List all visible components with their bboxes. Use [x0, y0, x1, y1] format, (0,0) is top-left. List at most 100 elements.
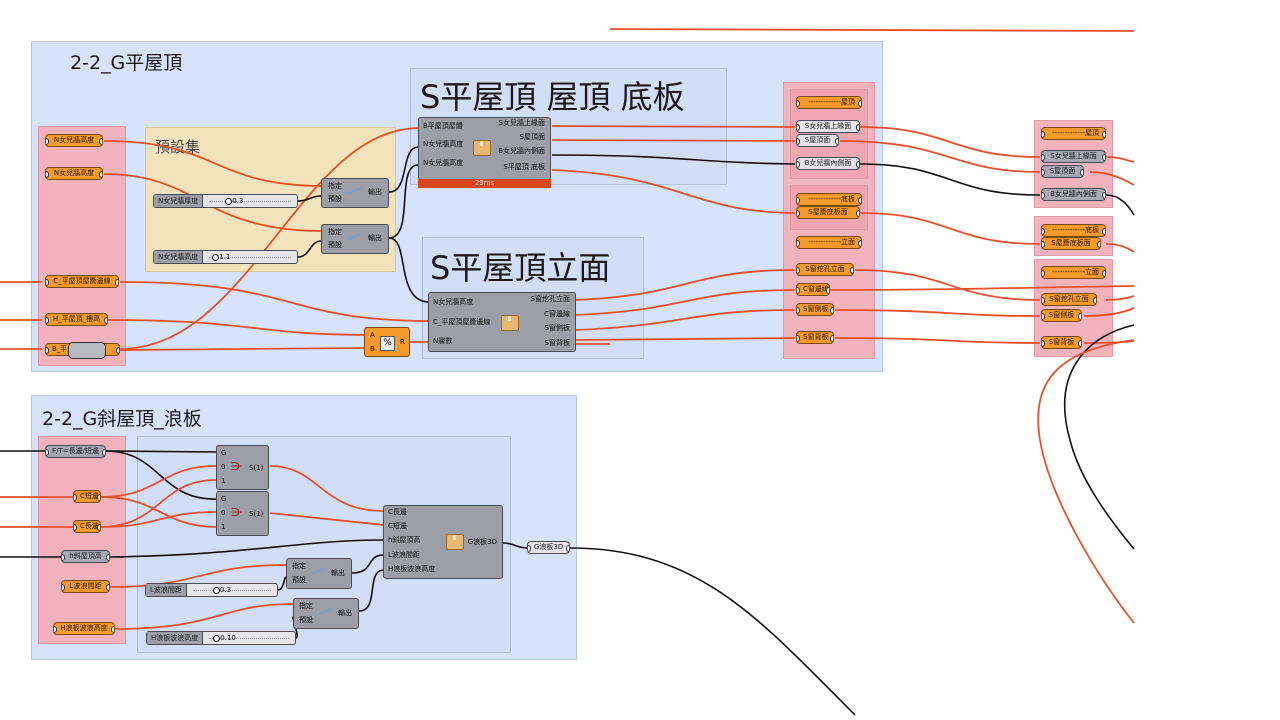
- right-parapet-inner[interactable]: B女兒牆內側面: [1041, 188, 1106, 201]
- port-gate[interactable]: G: [221, 495, 227, 503]
- out-eave-bottom[interactable]: S屋簷底板面: [796, 206, 860, 219]
- out-parapet-top[interactable]: S女兒牆上緣面: [796, 120, 860, 133]
- out-window-back[interactable]: S窗背板: [796, 331, 834, 344]
- port-output[interactable]: 輸出: [368, 234, 382, 242]
- port-1[interactable]: 1: [221, 523, 226, 531]
- divider-roof[interactable]: -------------屋頂: [796, 96, 862, 109]
- slider-track[interactable]: 1.1: [203, 251, 297, 263]
- roof-cluster-component[interactable]: B平屋頂屋體 N女兒牆高度 N女兒牆高度 S女兒牆上緣面 S屋頂面 B女兒牆內側…: [418, 117, 551, 180]
- port-r[interactable]: R: [400, 338, 405, 346]
- out-window-side[interactable]: S窗側板: [796, 303, 834, 316]
- port-default[interactable]: 預設: [299, 616, 313, 624]
- switch-component-1[interactable]: 指定 預設 輸出: [321, 178, 389, 208]
- divider-base[interactable]: -------------底板: [796, 193, 862, 206]
- stream-filter-1[interactable]: G 0 1 ⋺ S(1): [216, 445, 269, 490]
- port-output[interactable]: 輸出: [338, 609, 352, 617]
- port-default[interactable]: 預設: [328, 241, 342, 249]
- port-input[interactable]: N層數: [433, 337, 453, 345]
- stream-filter-2[interactable]: G 0 1 ⋺ S(1): [216, 491, 269, 536]
- port-input[interactable]: B平屋頂屋體: [423, 122, 463, 130]
- port-input[interactable]: N女兒牆高度: [423, 140, 464, 148]
- input-wave-height[interactable]: H浪板波浪高度: [53, 622, 115, 635]
- out-corrugated-3d[interactable]: G浪板3D: [527, 541, 570, 554]
- port-input[interactable]: C_平屋頂屋簷邊線: [433, 318, 491, 326]
- port-input[interactable]: L波浪間距: [388, 551, 420, 559]
- input-parapet-height-2[interactable]: N女兒牆高度: [45, 167, 103, 180]
- slider-knob[interactable]: [225, 198, 233, 205]
- port-0[interactable]: 0: [221, 509, 226, 517]
- right-roof-surface[interactable]: S屋頂面: [1041, 165, 1084, 178]
- input-short-edge[interactable]: C短邊: [73, 490, 101, 503]
- port-output[interactable]: B女兒牆內側面: [498, 147, 545, 155]
- division-component[interactable]: A B % R: [364, 327, 410, 357]
- slider-wave-height[interactable]: H浪板波浪高度 0.10: [146, 631, 296, 645]
- port-a[interactable]: A: [370, 331, 375, 339]
- right-divider-roof[interactable]: -------------屋頂: [1041, 127, 1106, 140]
- port-0[interactable]: 0: [221, 463, 226, 471]
- slider-track[interactable]: 0.3: [187, 584, 277, 596]
- corrugated-cluster-component[interactable]: C長邊 C短邊 h斜屋頂高 L波浪間距 H浪板波浪高度 G浪板3D: [383, 505, 503, 579]
- slider-parapet-thickness[interactable]: N女兒牆厚度 0.3: [153, 194, 298, 208]
- wire: [113, 603, 294, 630]
- right-window-back[interactable]: S窗背板: [1041, 336, 1082, 349]
- elevation-cluster-component[interactable]: N女兒牆高度 C_平屋頂屋簷邊線 N層數 S窗挖孔立面 C窗邊線 S窗側板 S窗…: [428, 292, 576, 352]
- slider-knob[interactable]: [213, 635, 221, 642]
- port-input[interactable]: h斜屋頂高: [388, 536, 421, 544]
- port-output[interactable]: S窗側板: [544, 324, 570, 332]
- port-output[interactable]: S窗挖孔立面: [530, 295, 570, 303]
- port-input[interactable]: C長邊: [388, 508, 407, 516]
- port-gate[interactable]: G: [221, 449, 227, 457]
- port-output[interactable]: 輸出: [368, 188, 382, 196]
- port-default[interactable]: 預設: [328, 195, 342, 203]
- port-output[interactable]: S平屋頂 底板: [503, 163, 545, 171]
- out-window-edge[interactable]: C窗邊線: [796, 283, 830, 296]
- input-long-short-toggle[interactable]: F/T=長邊/短邊: [45, 445, 106, 458]
- out-parapet-inner[interactable]: B女兒牆內側面: [796, 157, 860, 170]
- port-b[interactable]: B: [370, 345, 375, 353]
- slider-knob[interactable]: [212, 587, 220, 594]
- port-output[interactable]: S屋頂面: [519, 133, 545, 141]
- divider-elevation[interactable]: -------------立面: [796, 236, 862, 249]
- port-default[interactable]: 預設: [292, 576, 306, 584]
- right-divider-elevation[interactable]: -------------立面: [1041, 266, 1106, 279]
- slider-track[interactable]: 0.10: [203, 632, 295, 644]
- port-output[interactable]: 輸出: [331, 569, 345, 577]
- input-eave-edge[interactable]: C_平屋頂屋簷邊線: [45, 275, 119, 288]
- switch-component-3[interactable]: 指定 預設 輸出: [286, 558, 352, 589]
- slider-wave-spacing[interactable]: L波浪間距 0.3: [145, 583, 278, 597]
- right-divider-base[interactable]: -------------底板: [1041, 224, 1106, 237]
- port-specified[interactable]: 指定: [328, 182, 342, 190]
- switch-component-2[interactable]: 指定 預設 輸出: [321, 224, 389, 254]
- port-output[interactable]: S(1): [249, 510, 264, 518]
- input-slope-height[interactable]: h斜屋頂高: [61, 550, 110, 563]
- out-window-cut-elev[interactable]: S窗挖孔立面: [796, 263, 854, 276]
- port-output[interactable]: S窗背板: [544, 339, 570, 347]
- port-specified[interactable]: 指定: [299, 602, 313, 610]
- switch-component-4[interactable]: 指定 預設 輸出: [293, 598, 359, 629]
- port-specified[interactable]: 指定: [328, 228, 342, 236]
- input-long-edge[interactable]: C長邊: [73, 520, 101, 533]
- port-output[interactable]: S女兒牆上緣面: [498, 119, 545, 127]
- right-window-side[interactable]: S窗側板: [1041, 309, 1082, 322]
- right-eave-bottom[interactable]: S屋簷底板面: [1041, 237, 1101, 250]
- slider-track[interactable]: 0.3: [203, 195, 297, 207]
- input-parapet-height-1[interactable]: N女兒牆高度: [45, 134, 103, 147]
- right-parapet-top[interactable]: S女兒牆上緣面: [1041, 150, 1106, 163]
- port-output[interactable]: S(1): [249, 464, 264, 472]
- slider-parapet-height[interactable]: N女兒牆高度 1.1: [153, 250, 298, 264]
- input-floor-height[interactable]: H_平屋頂_樓高: [45, 313, 108, 326]
- slider-knob[interactable]: [212, 254, 220, 261]
- port-1[interactable]: 1: [221, 477, 226, 485]
- port-input[interactable]: N女兒牆高度: [433, 298, 474, 306]
- port-specified[interactable]: 指定: [292, 562, 306, 570]
- port-input[interactable]: C短邊: [388, 522, 407, 530]
- out-roof-surface[interactable]: S屋頂面: [796, 134, 839, 147]
- port-output[interactable]: C窗邊線: [544, 310, 570, 318]
- port-input[interactable]: N女兒牆高度: [423, 159, 464, 167]
- port-input[interactable]: H浪板波浪高度: [388, 565, 436, 573]
- port-output[interactable]: G浪板3D: [467, 538, 497, 546]
- right-window-cut-elev[interactable]: S窗挖孔立面: [1041, 293, 1097, 306]
- brep-preview-toggle[interactable]: [68, 342, 106, 359]
- input-wave-spacing[interactable]: L波浪間距: [61, 580, 110, 593]
- wire: [388, 164, 419, 239]
